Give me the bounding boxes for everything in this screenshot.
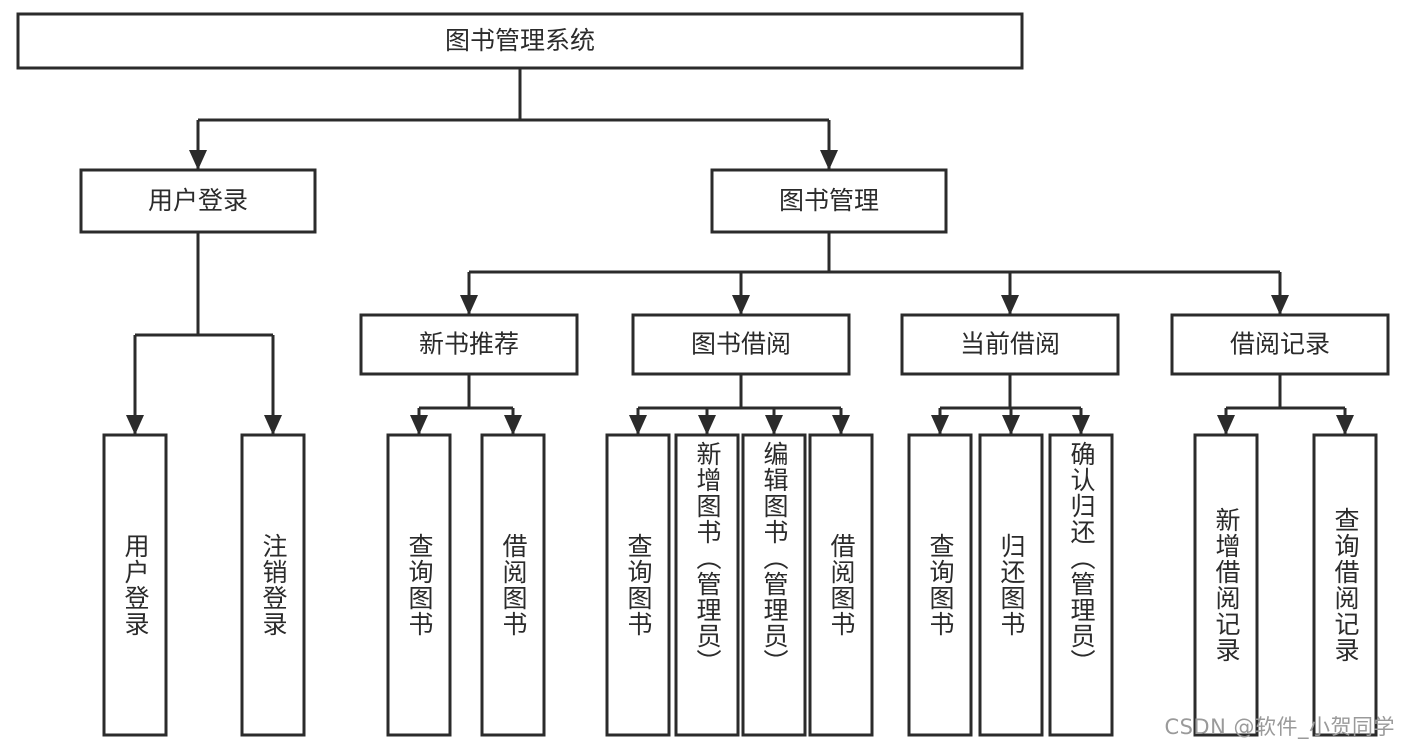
node-label-return-book: 归还图书 bbox=[997, 533, 1026, 637]
node-label-wrap-edit-book-admin: 编辑图书（管理员） bbox=[743, 435, 805, 735]
node-label-query-borrow-record: 查询借阅记录 bbox=[1331, 507, 1360, 663]
node-label-edit-book-admin: 编辑图书（管理员） bbox=[760, 441, 788, 675]
node-box-user-logout[interactable] bbox=[240, 433, 306, 737]
node-label-borrow-book-recommend: 借阅图书 bbox=[499, 533, 528, 637]
node-label-wrap-user-logout: 注销登录 bbox=[242, 435, 304, 735]
node-label-book-borrow: 图书借阅 bbox=[691, 330, 791, 359]
node-label-borrow-book: 借阅图书 bbox=[827, 533, 856, 637]
arrow-query-borrow-record bbox=[1336, 415, 1354, 435]
node-box-borrow-record[interactable] bbox=[1170, 313, 1390, 376]
node-box-query-borrow-record[interactable] bbox=[1312, 433, 1378, 737]
arrow-user-logout bbox=[264, 415, 282, 435]
node-label-user-login-do: 用户登录 bbox=[121, 533, 150, 637]
node-label-user-logout: 注销登录 bbox=[259, 533, 288, 637]
node-label-query-book-recommend: 查询图书 bbox=[405, 533, 434, 637]
arrow-book-borrow bbox=[732, 295, 750, 315]
arrow-edit-book-admin bbox=[765, 415, 783, 435]
arrow-query-book-current bbox=[931, 415, 949, 435]
arrow-confirm-return-admin bbox=[1072, 415, 1090, 435]
node-box-user-login[interactable] bbox=[79, 168, 317, 234]
node-label-wrap-query-borrow-record: 查询借阅记录 bbox=[1314, 435, 1376, 735]
arrow-user-login-do bbox=[126, 415, 144, 435]
node-box-borrow-book-recommend[interactable] bbox=[480, 433, 546, 737]
node-label-root: 图书管理系统 bbox=[445, 26, 595, 55]
arrow-return-book bbox=[1002, 415, 1020, 435]
node-label-query-book-current: 查询图书 bbox=[926, 533, 955, 637]
connector-layer bbox=[126, 68, 1354, 435]
node-label-wrap-add-borrow-record: 新增借阅记录 bbox=[1195, 435, 1257, 735]
node-label-book-manage: 图书管理 bbox=[779, 186, 879, 215]
node-box-book-borrow[interactable] bbox=[631, 313, 851, 376]
arrow-add-borrow-record bbox=[1217, 415, 1235, 435]
node-label-wrap-query-book-recommend: 查询图书 bbox=[388, 435, 450, 735]
node-box-confirm-return-admin[interactable] bbox=[1048, 433, 1114, 737]
arrow-add-book-admin bbox=[698, 415, 716, 435]
node-label-add-book-admin: 新增图书（管理员） bbox=[693, 441, 721, 675]
node-box-current-borrow[interactable] bbox=[900, 313, 1120, 376]
node-box-root[interactable] bbox=[16, 12, 1024, 70]
arrow-borrow-record bbox=[1271, 295, 1289, 315]
arrow-current-borrow bbox=[1001, 295, 1019, 315]
arrow-borrow-book bbox=[832, 415, 850, 435]
node-label-wrap-borrow-book-recommend: 借阅图书 bbox=[482, 435, 544, 735]
node-label-wrap-add-book-admin: 新增图书（管理员） bbox=[676, 435, 738, 735]
node-label-wrap-query-book-borrow: 查询图书 bbox=[607, 435, 669, 735]
arrow-book-manage bbox=[820, 150, 838, 170]
node-label-wrap-return-book: 归还图书 bbox=[980, 435, 1042, 735]
node-label-wrap-borrow-book: 借阅图书 bbox=[810, 435, 872, 735]
arrow-new-book-recommend bbox=[460, 295, 478, 315]
arrow-query-book-borrow bbox=[629, 415, 647, 435]
node-label-add-borrow-record: 新增借阅记录 bbox=[1212, 507, 1241, 663]
node-box-query-book-borrow[interactable] bbox=[605, 433, 671, 737]
node-label-current-borrow: 当前借阅 bbox=[960, 330, 1060, 359]
arrow-query-book-recommend bbox=[410, 415, 428, 435]
node-box-return-book[interactable] bbox=[978, 433, 1044, 737]
node-box-query-book-current[interactable] bbox=[907, 433, 973, 737]
arrow-borrow-book-recommend bbox=[504, 415, 522, 435]
node-label-user-login: 用户登录 bbox=[148, 186, 248, 215]
node-box-borrow-book[interactable] bbox=[808, 433, 874, 737]
node-label-new-book-recommend: 新书推荐 bbox=[419, 330, 519, 359]
node-label-borrow-record: 借阅记录 bbox=[1230, 330, 1330, 359]
node-box-user-login-do[interactable] bbox=[102, 433, 168, 737]
node-box-query-book-recommend[interactable] bbox=[386, 433, 452, 737]
node-label-query-book-borrow: 查询图书 bbox=[624, 533, 653, 637]
node-box-new-book-recommend[interactable] bbox=[359, 313, 579, 376]
node-box-add-borrow-record[interactable] bbox=[1193, 433, 1259, 737]
node-box-book-manage[interactable] bbox=[710, 168, 948, 234]
node-label-confirm-return-admin: 确认归还（管理员） bbox=[1067, 441, 1095, 675]
arrow-user-login bbox=[189, 150, 207, 170]
node-label-wrap-query-book-current: 查询图书 bbox=[909, 435, 971, 735]
node-label-wrap-user-login-do: 用户登录 bbox=[104, 435, 166, 735]
node-label-wrap-confirm-return-admin: 确认归还（管理员） bbox=[1050, 435, 1112, 735]
node-box-add-book-admin[interactable] bbox=[674, 433, 740, 737]
node-box-edit-book-admin[interactable] bbox=[741, 433, 807, 737]
